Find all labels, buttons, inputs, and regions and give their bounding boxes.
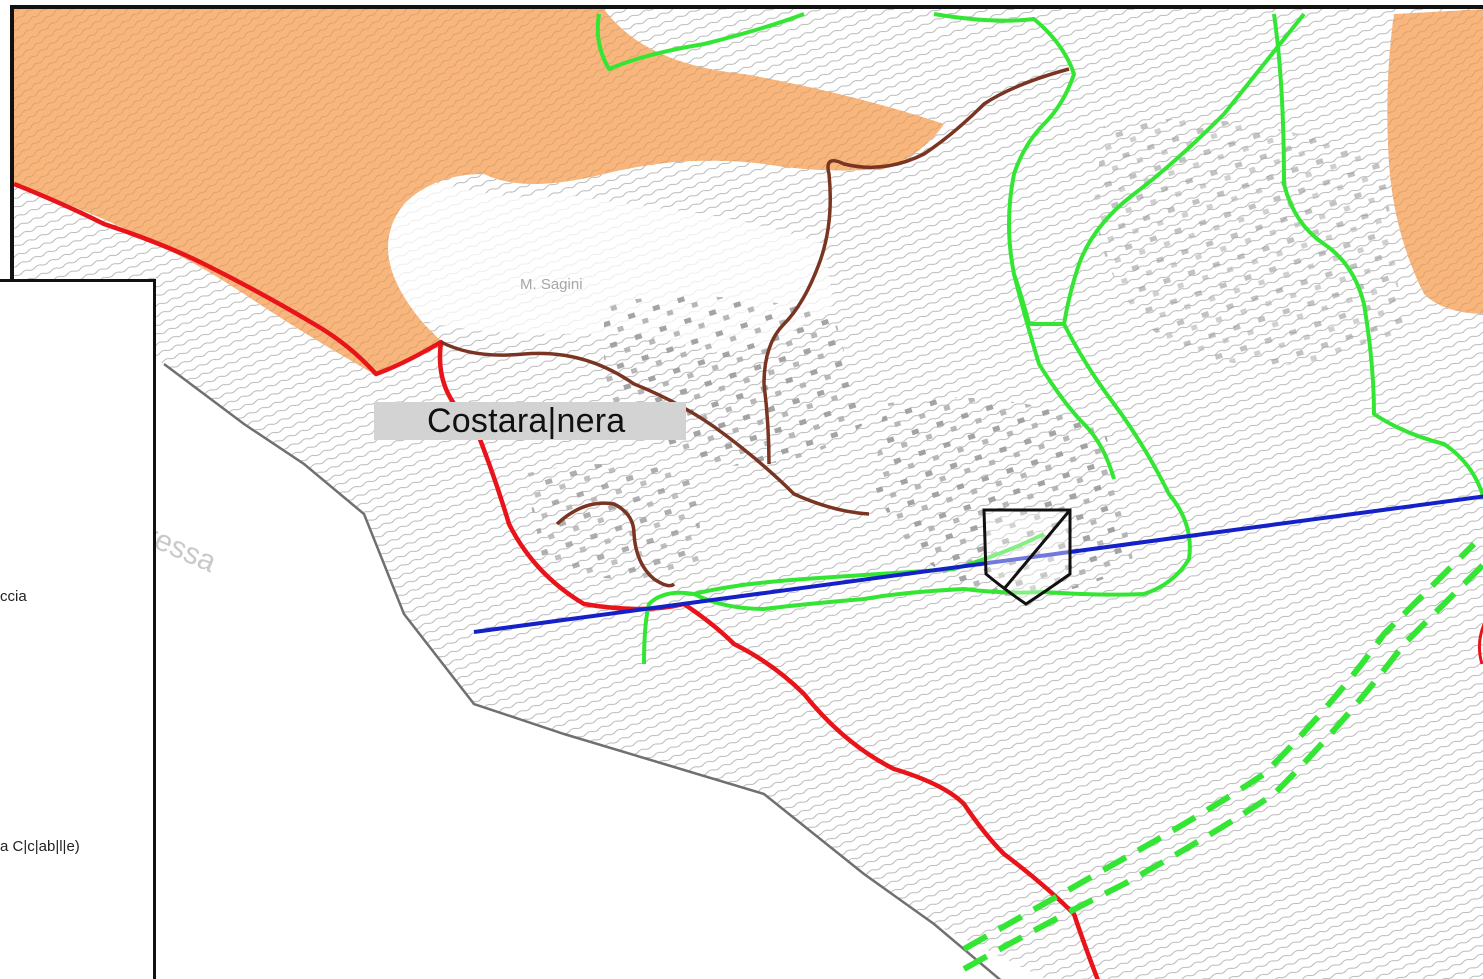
blue-line [473,494,1483,634]
coastline [163,363,1002,979]
green-trails [595,12,1483,665]
legend-item: a C|c|ab|l|e) [0,838,80,855]
mount-label: M. Sagini [520,276,583,293]
orange-zone [14,9,1483,374]
green-dashed-road [962,541,1483,972]
legend-panel: ccia a C|c|ab|l|e) [0,279,156,979]
topographic-map[interactable] [14,9,1483,979]
red-route [14,181,1100,979]
shield-icon [982,508,1072,606]
map-frame[interactable]: M. Sagini Costara|nera ressa [10,5,1483,979]
locality-label: Costara|nera [374,402,686,440]
legend-item: ccia [0,588,27,605]
